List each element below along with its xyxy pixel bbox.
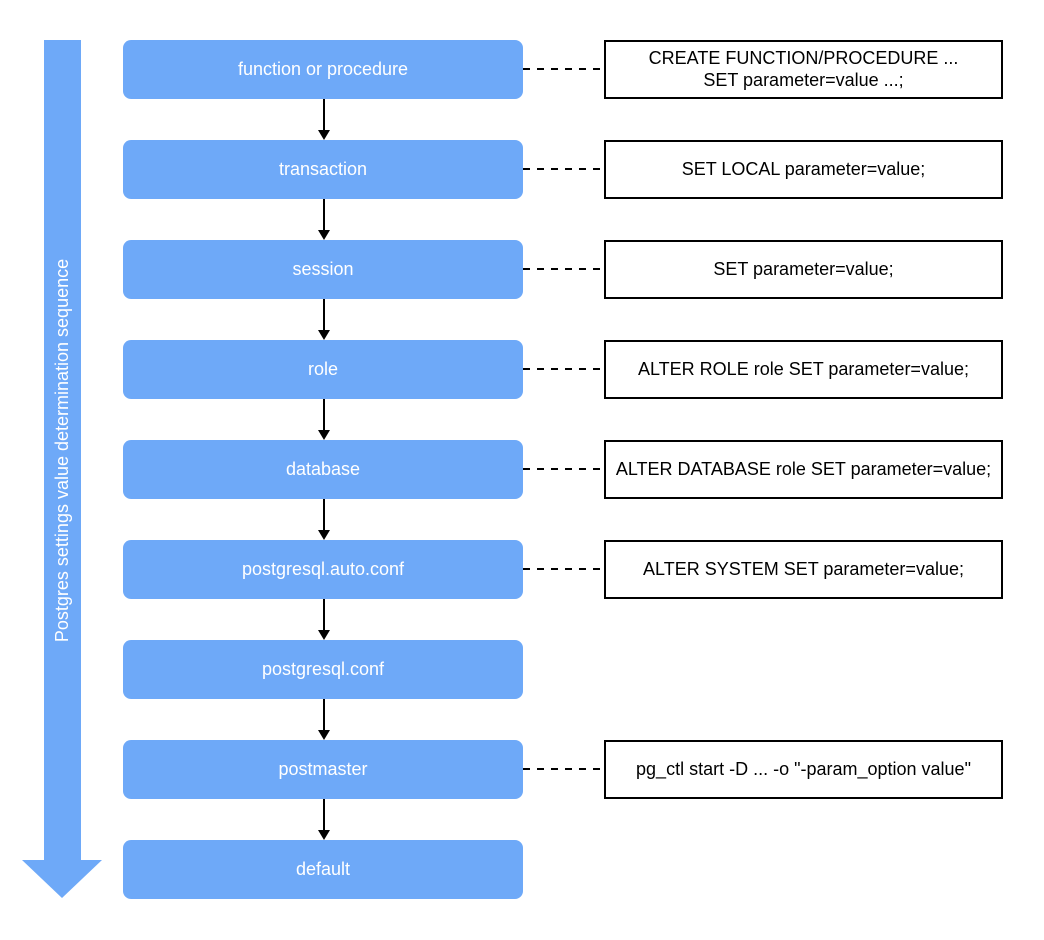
flow-row: postmaster pg_ctl start -D ... -o "-para… <box>0 740 1044 799</box>
flow-row: postgresql.conf <box>0 640 1044 699</box>
dashed-connector <box>523 468 604 470</box>
node-label: transaction <box>278 159 368 179</box>
annotation-line: ALTER SYSTEM SET parameter=value; <box>643 558 964 579</box>
node-postmaster: postmaster <box>123 740 523 799</box>
dashed-connector <box>523 68 604 70</box>
down-arrow-icon <box>317 399 330 440</box>
annotation-alter-role: ALTER ROLE role SET parameter=value; <box>604 340 1003 399</box>
node-postgresql-auto-conf: postgresql.auto.conf <box>123 540 523 599</box>
node-label: database <box>285 459 361 479</box>
node-database: database <box>123 440 523 499</box>
flow-row: postgresql.auto.conf ALTER SYSTEM SET pa… <box>0 540 1044 599</box>
annotation-line: CREATE FUNCTION/PROCEDURE ... <box>648 47 959 68</box>
sequence-arrowhead-icon <box>22 860 102 898</box>
annotation-set: SET parameter=value; <box>604 240 1003 299</box>
node-default: default <box>123 840 523 899</box>
node-function-or-procedure: function or procedure <box>123 40 523 99</box>
node-label: postgresql.auto.conf <box>241 559 405 579</box>
down-arrow-icon <box>317 299 330 340</box>
down-arrow-icon <box>317 99 330 140</box>
node-postgresql-conf: postgresql.conf <box>123 640 523 699</box>
flow-row: session SET parameter=value; <box>0 240 1044 299</box>
flow-row: default <box>0 840 1044 899</box>
node-transaction: transaction <box>123 140 523 199</box>
flow-row: database ALTER DATABASE role SET paramet… <box>0 440 1044 499</box>
flow-row: function or procedure CREATE FUNCTION/PR… <box>0 40 1044 99</box>
down-arrow-icon <box>317 199 330 240</box>
down-arrow-icon <box>317 599 330 640</box>
down-arrow-icon <box>317 499 330 540</box>
annotation-alter-system: ALTER SYSTEM SET parameter=value; <box>604 540 1003 599</box>
dashed-connector <box>523 568 604 570</box>
annotation-set-local: SET LOCAL parameter=value; <box>604 140 1003 199</box>
node-label: role <box>307 359 338 379</box>
annotation-line: ALTER DATABASE role SET parameter=value; <box>615 458 992 479</box>
dashed-connector <box>523 768 604 770</box>
node-label: session <box>292 259 354 279</box>
annotation-create-function: CREATE FUNCTION/PROCEDURE ... SET parame… <box>604 40 1003 99</box>
annotation-alter-database: ALTER DATABASE role SET parameter=value; <box>604 440 1003 499</box>
node-label: function or procedure <box>237 59 409 79</box>
annotation-line: SET LOCAL parameter=value; <box>681 158 926 179</box>
flow-row: transaction SET LOCAL parameter=value; <box>0 140 1044 199</box>
flow-row: role ALTER ROLE role SET parameter=value… <box>0 340 1044 399</box>
node-role: role <box>123 340 523 399</box>
node-label: postgresql.conf <box>261 659 385 679</box>
node-session: session <box>123 240 523 299</box>
node-label: default <box>295 859 351 879</box>
sequence-arrow-bar <box>44 40 81 860</box>
dashed-connector <box>523 168 604 170</box>
annotation-line: SET parameter=value; <box>713 258 894 279</box>
dashed-connector <box>523 368 604 370</box>
down-arrow-icon <box>317 799 330 840</box>
node-label: postmaster <box>278 759 368 779</box>
annotation-line: SET parameter=value ...; <box>703 69 904 90</box>
down-arrow-icon <box>317 699 330 740</box>
annotation-line: ALTER ROLE role SET parameter=value; <box>638 358 969 379</box>
dashed-connector <box>523 268 604 270</box>
annotation-pg-ctl: pg_ctl start -D ... -o "-param_option va… <box>604 740 1003 799</box>
annotation-line: pg_ctl start -D ... -o "-param_option va… <box>636 758 971 779</box>
